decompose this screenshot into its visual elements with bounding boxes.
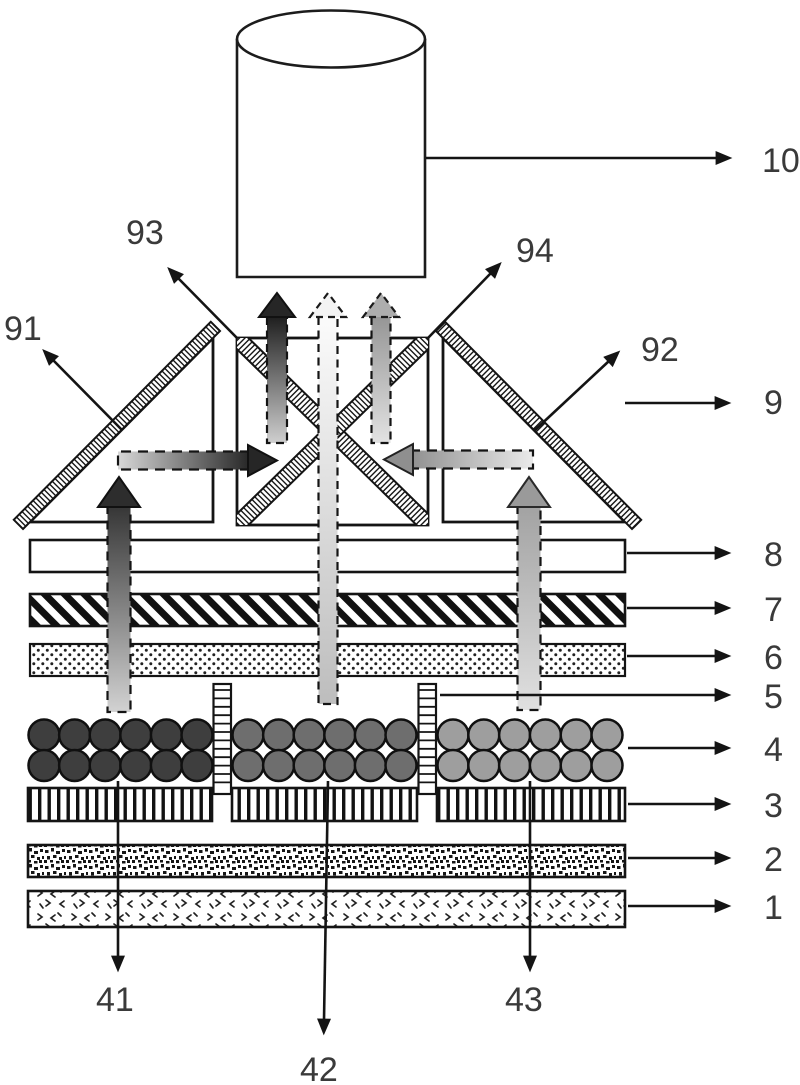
beam-center-arrowhead [307, 291, 349, 319]
particle-dark [88, 718, 122, 752]
cylinder-assembly [235, 9, 427, 279]
particle-dark [149, 748, 184, 783]
layer-5-barriers [212, 682, 438, 796]
label-9: 9 [764, 384, 783, 422]
particle-light [559, 748, 593, 783]
beam-93-shaft [265, 317, 289, 445]
light-beams [96, 291, 552, 714]
particle-light [467, 718, 501, 752]
beam-center-shaft [317, 317, 339, 706]
barrier-ladder-2 [417, 682, 438, 796]
particle-dark [180, 718, 214, 752]
cylinder-body-fill [237, 39, 425, 277]
beam-horizontal-left-outline [116, 450, 250, 471]
label-3: 3 [764, 787, 783, 825]
electrode-ladder-1 [213, 689, 231, 784]
beam-horizontal-left-fill [118, 451, 250, 470]
particle-dark [119, 718, 153, 752]
particle-medium [261, 748, 296, 783]
label-1: 1 [764, 889, 783, 927]
beam-left-shaft [106, 505, 132, 714]
particle-light [497, 748, 532, 783]
label-93: 93 [126, 214, 164, 252]
label-4: 4 [764, 731, 783, 769]
pointer-91 [42, 349, 123, 431]
particle-dark [27, 718, 61, 752]
cylinder-top [235, 9, 427, 69]
particle-array-left [27, 718, 214, 783]
layer-3-segment-left [26, 786, 214, 823]
particle-medium [231, 718, 265, 752]
beam-94-shaft [370, 317, 392, 445]
label-2: 2 [764, 841, 783, 879]
label-92: 92 [641, 331, 679, 369]
particle-medium [261, 718, 296, 752]
pointer-42 [317, 780, 332, 1036]
label-94: 94 [516, 232, 554, 270]
layer-3-segment-middle [230, 786, 419, 823]
particle-medium [353, 748, 388, 783]
barrier-ladder-2-body [417, 682, 438, 796]
beam-right-arrowhead [506, 475, 552, 508]
particle-light [590, 718, 624, 752]
layer-4-particles [27, 718, 624, 783]
beam-94-arrowhead [360, 291, 402, 319]
beam-horizontal-right-fill [410, 450, 533, 469]
pointer-93 [167, 267, 238, 339]
particle-light [467, 748, 501, 783]
label-7: 7 [764, 591, 783, 629]
particle-light [436, 748, 470, 783]
particle-dark [27, 748, 61, 783]
electrode-ladder-2 [418, 689, 436, 784]
particle-array-right [436, 718, 624, 783]
particle-medium [292, 718, 326, 752]
particle-light [497, 718, 532, 752]
beam-left-arrowhead [96, 475, 142, 508]
cylinder-body [235, 39, 427, 279]
pointer-94 [427, 261, 502, 339]
particle-medium [384, 718, 418, 752]
beam-horizontal-left-arrowhead [247, 443, 280, 478]
particle-dark [88, 748, 122, 783]
beam-right-shaft [516, 505, 542, 712]
label-91: 91 [4, 310, 42, 348]
particle-light [528, 718, 563, 752]
particle-light [528, 748, 563, 783]
particle-array-middle [231, 718, 418, 783]
particle-dark [119, 748, 153, 783]
particle-dark [149, 718, 184, 752]
particle-medium [292, 748, 326, 783]
barrier-ladder-1 [212, 682, 233, 796]
label-43: 43 [505, 981, 543, 1019]
reference-pointers [42, 151, 733, 1036]
particle-medium [231, 748, 265, 783]
particle-dark [180, 748, 214, 783]
particle-light [590, 748, 624, 783]
particle-light [436, 718, 470, 752]
label-8: 8 [764, 536, 783, 574]
reference-labels: 10 9 8 7 6 5 4 3 2 1 91 92 93 94 41 42 4… [4, 142, 800, 1085]
particle-medium [323, 718, 357, 752]
pointer-92 [534, 350, 621, 431]
label-5: 5 [764, 678, 783, 716]
barrier-ladder-1-body [212, 682, 233, 796]
particle-dark [57, 748, 92, 783]
label-42: 42 [300, 1051, 338, 1085]
beam-horizontal-right-arrowhead [381, 442, 414, 477]
label-6: 6 [764, 639, 783, 677]
particle-light [559, 718, 593, 752]
particle-medium [323, 748, 357, 783]
particle-medium [384, 748, 418, 783]
label-10: 10 [762, 142, 800, 180]
label-41: 41 [96, 981, 134, 1019]
particle-dark [57, 718, 92, 752]
beam-93-arrowhead [257, 291, 297, 318]
particle-medium [353, 718, 388, 752]
